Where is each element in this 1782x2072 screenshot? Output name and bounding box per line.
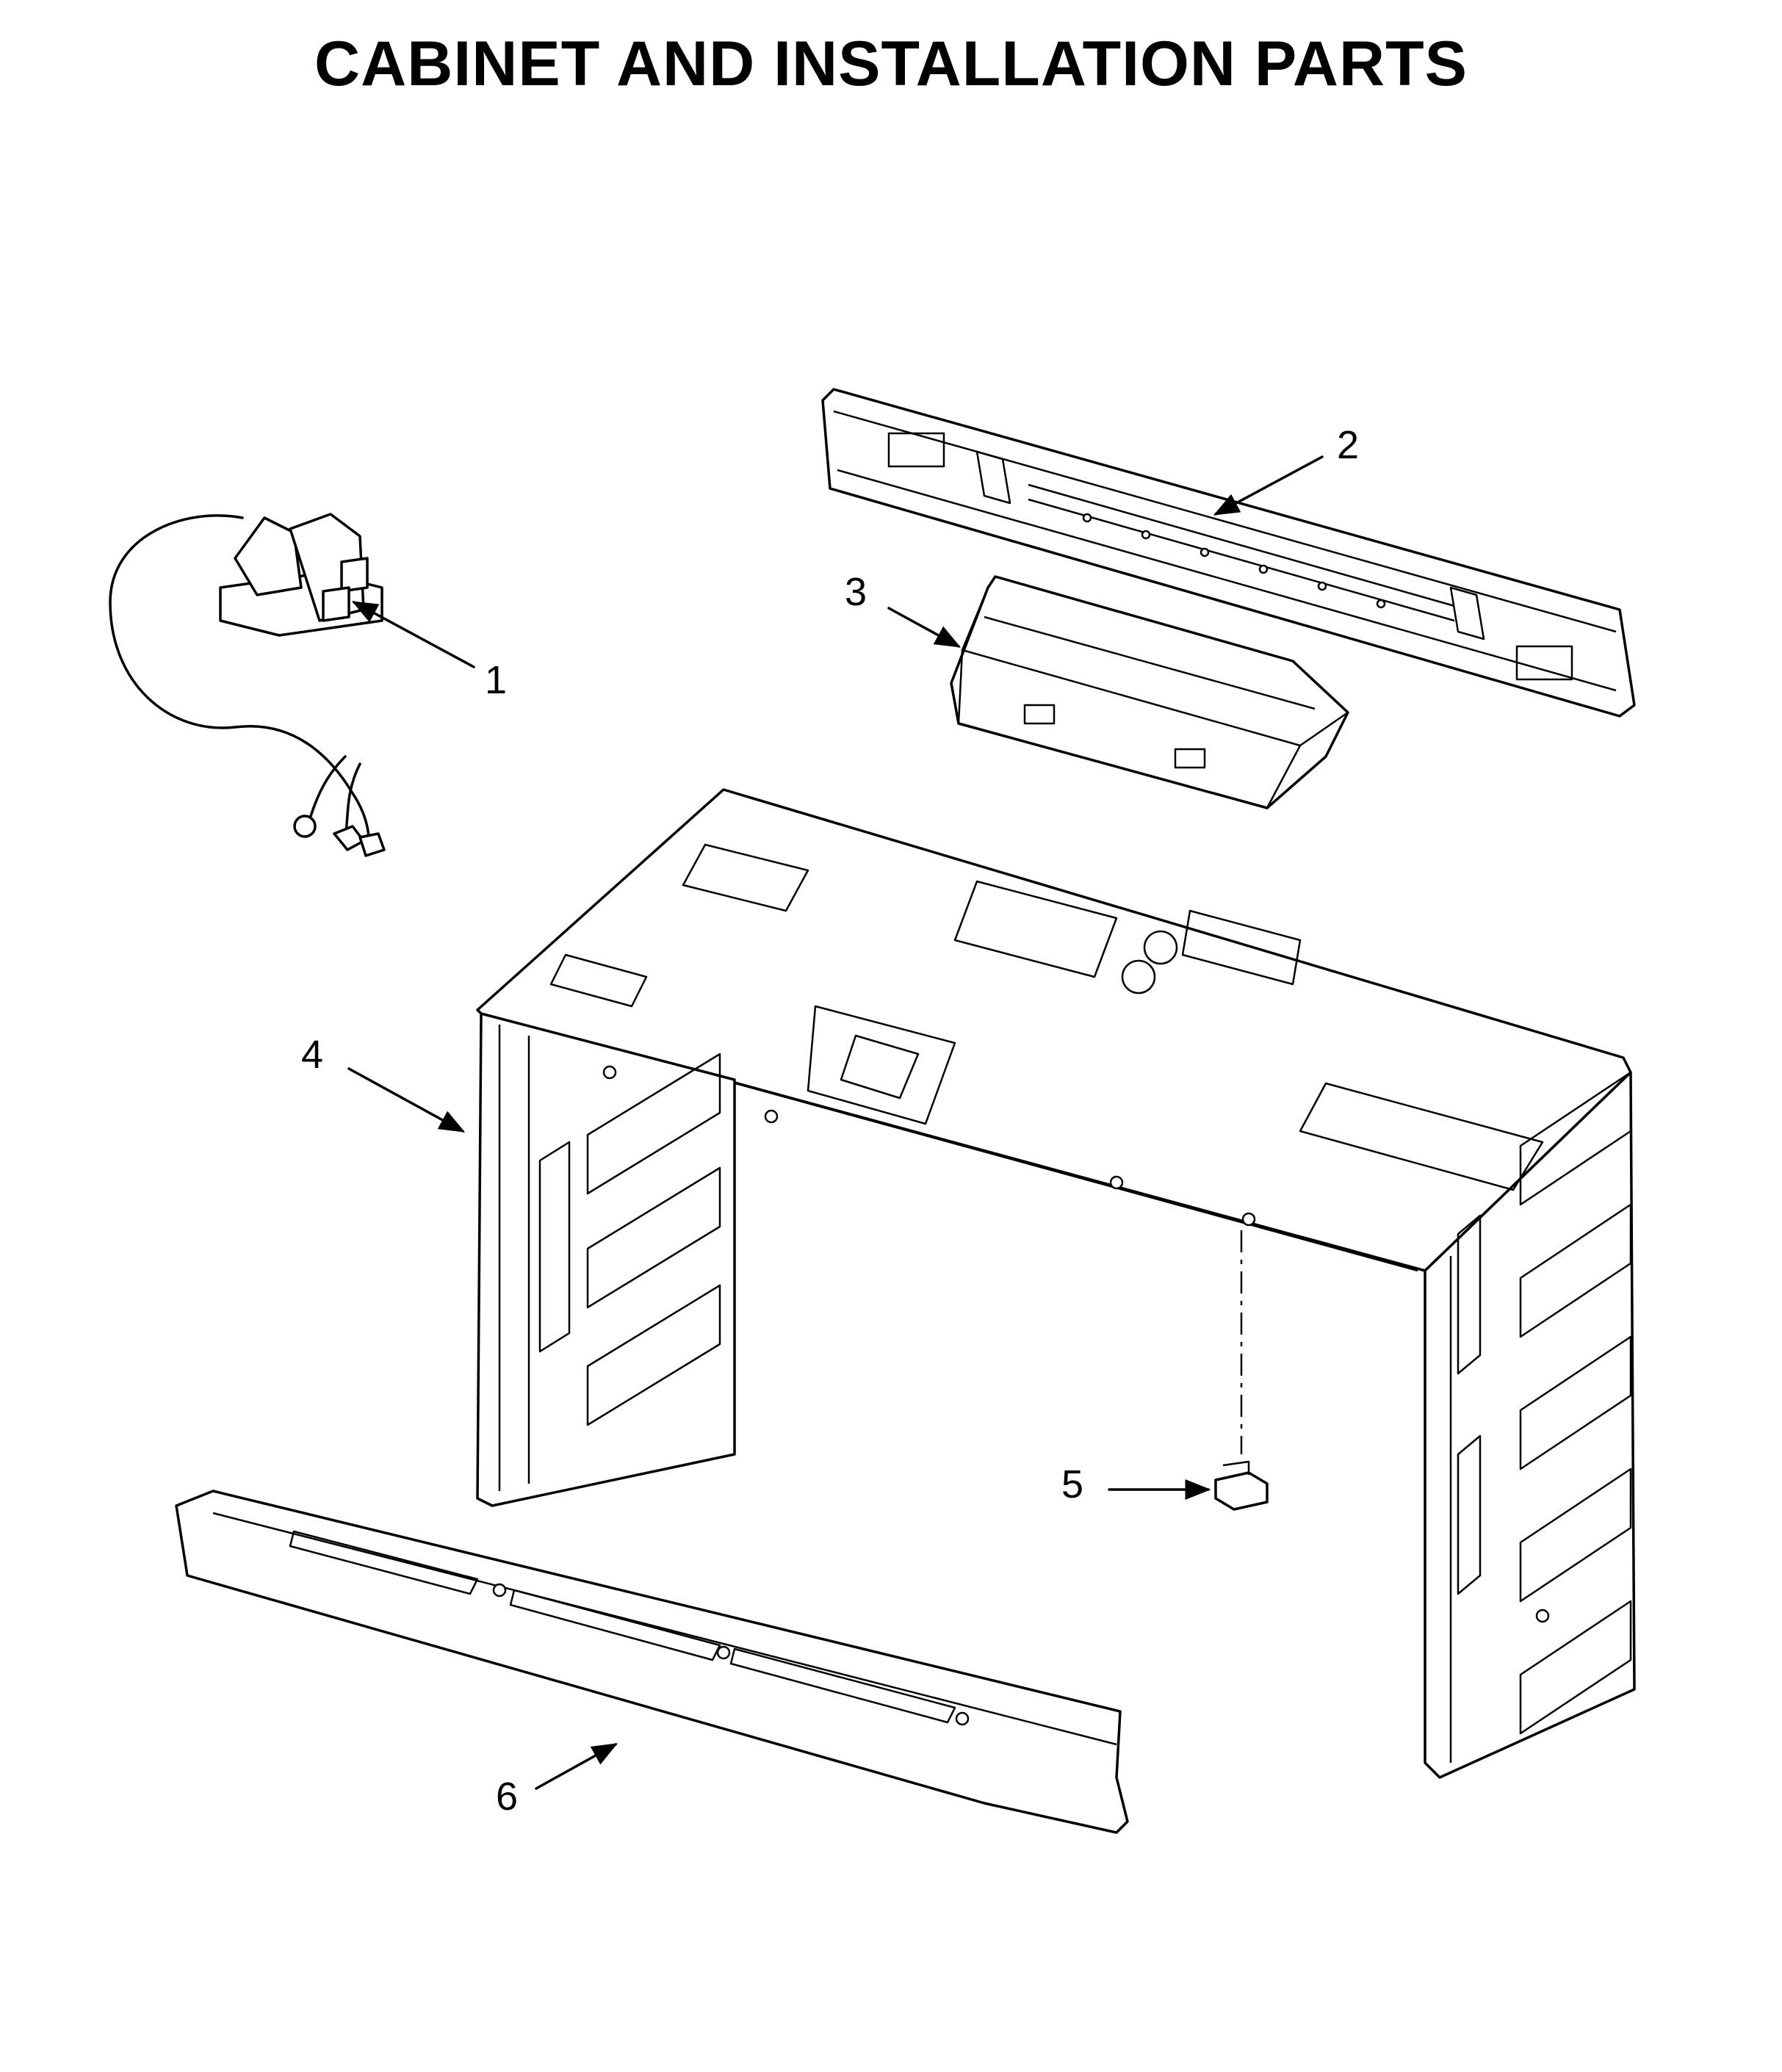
callout-2: 2	[1337, 423, 1360, 467]
leader-line-4	[347, 1067, 466, 1133]
leader-line-3	[887, 607, 962, 648]
leader-line-6	[535, 1743, 618, 1790]
callout-1: 1	[485, 658, 508, 702]
page-title: CABINET AND INSTALLATION PARTS	[314, 29, 1468, 99]
clip-part[interactable]	[1214, 1460, 1269, 1511]
callout-5: 5	[1061, 1462, 1084, 1506]
callout-3: 3	[845, 570, 867, 614]
callout-6: 6	[496, 1775, 519, 1819]
mounting-rail-part[interactable]	[821, 388, 1636, 718]
cabinet-part[interactable]	[476, 788, 1636, 1779]
leader-line-2	[1213, 455, 1324, 516]
bottom-rail-part[interactable]	[175, 1490, 1129, 1834]
power-cord-part[interactable]	[109, 513, 386, 857]
bracket-part[interactable]	[950, 575, 1349, 809]
leader-line-1	[351, 601, 475, 668]
callout-4: 4	[301, 1033, 324, 1077]
